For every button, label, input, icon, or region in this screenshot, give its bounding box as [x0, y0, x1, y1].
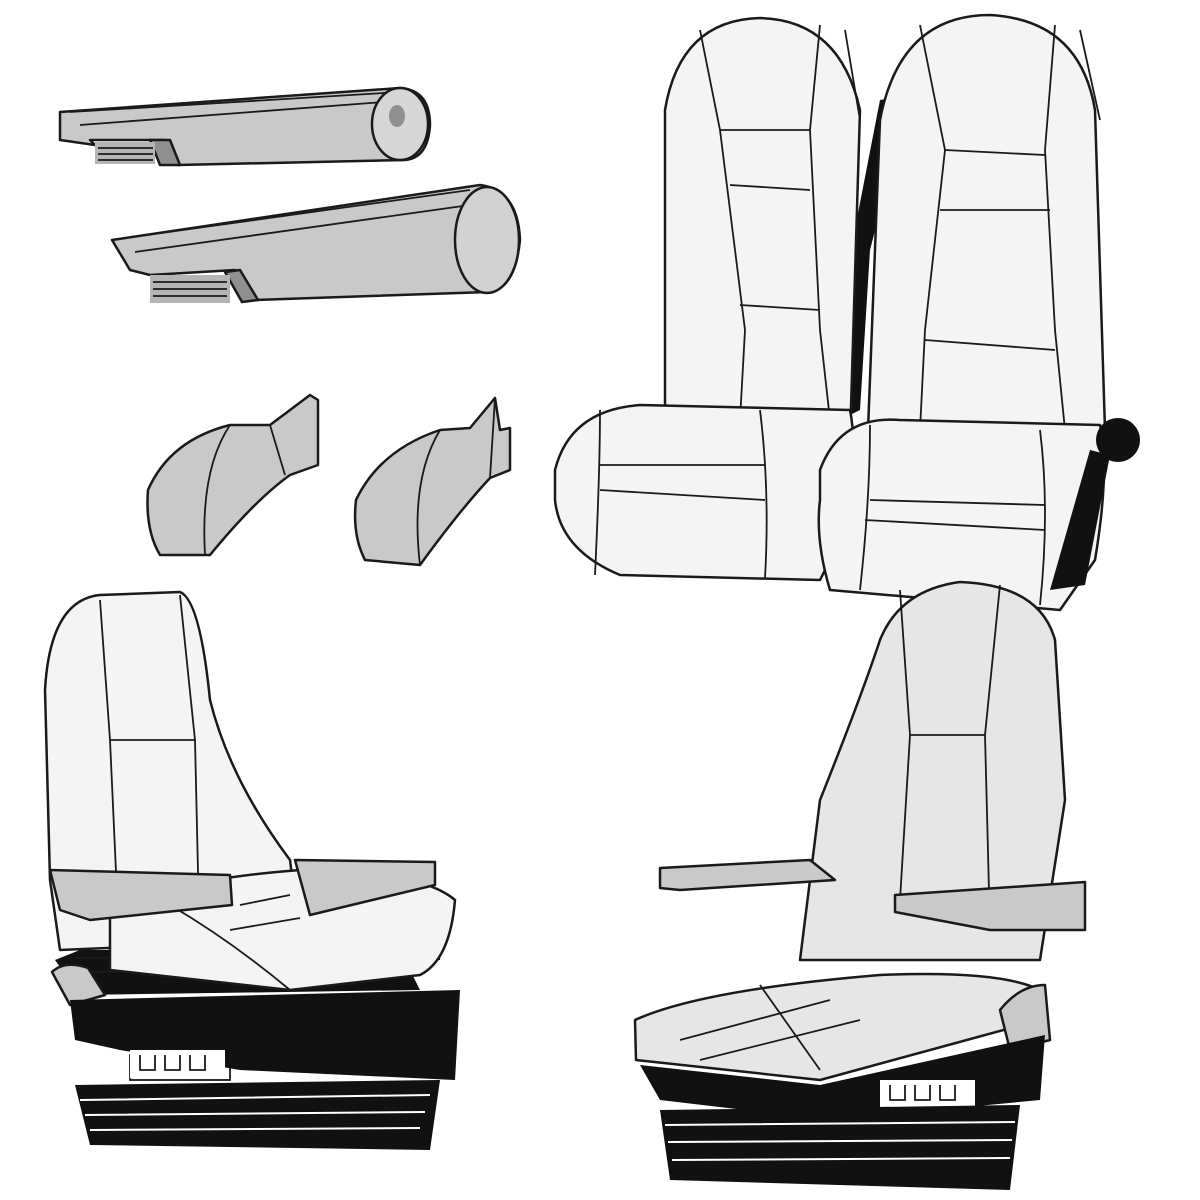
armrest-cap-left-icon — [146, 393, 320, 557]
suspension-seat-grey-icon — [633, 580, 1087, 1190]
armrest-cylinder-end-icon — [110, 183, 522, 304]
double-passenger-seat-icon — [553, 13, 1140, 612]
armrest-cap-right-icon — [353, 396, 512, 567]
suspension-seat-white-icon — [43, 590, 460, 1150]
armrest-round-end-icon — [58, 86, 432, 167]
